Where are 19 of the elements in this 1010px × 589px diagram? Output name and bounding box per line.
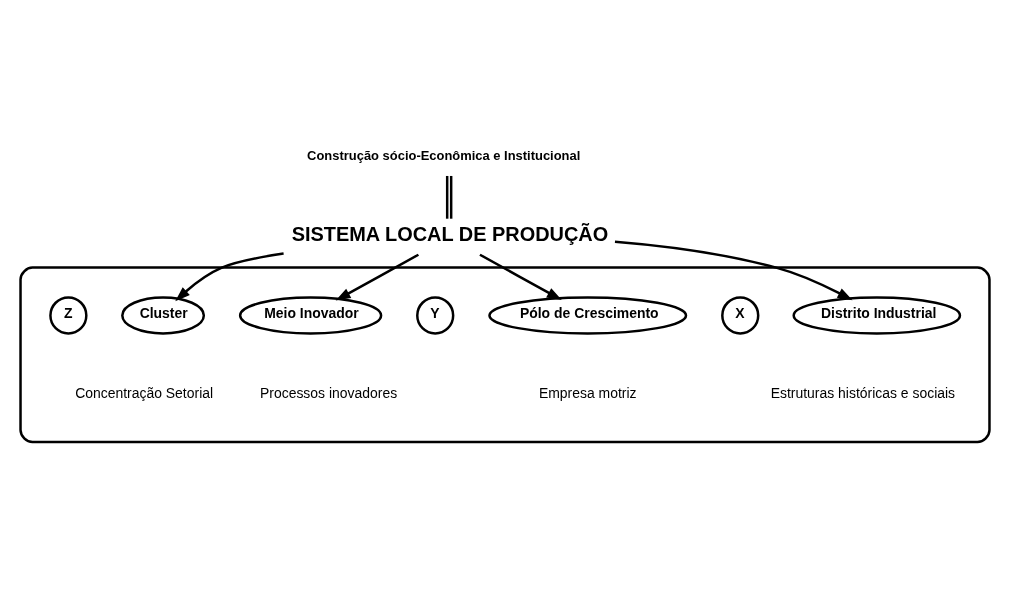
node-text: Construção sócio-Econômica e Institucional: [307, 147, 581, 163]
node-text: SISTEMA LOCAL DE PRODUÇÃO: [291, 222, 609, 245]
node-label: Empresa motriz: [538, 384, 637, 401]
arrow: [479, 253, 562, 300]
node-ellipse: Meio Inovador: [238, 295, 383, 335]
node-ellipse: Distrito Industrial: [792, 295, 962, 335]
node-circle: Y: [416, 295, 455, 335]
arrow: [614, 240, 853, 300]
node-label: Concentração Setorial: [75, 384, 214, 401]
node-label: Estruturas históricas e sociais: [770, 384, 956, 401]
node-ellipse: Cluster: [121, 295, 206, 335]
arrow: [175, 251, 284, 301]
arrow: [335, 253, 420, 301]
cluster: [19, 265, 991, 443]
node-ellipse: Pólo de Crescimento: [488, 295, 688, 335]
connector: [445, 175, 453, 219]
node-circle: Z: [49, 295, 88, 335]
node-circle: X: [721, 295, 760, 335]
node-label: Processos inovadores: [259, 384, 398, 401]
